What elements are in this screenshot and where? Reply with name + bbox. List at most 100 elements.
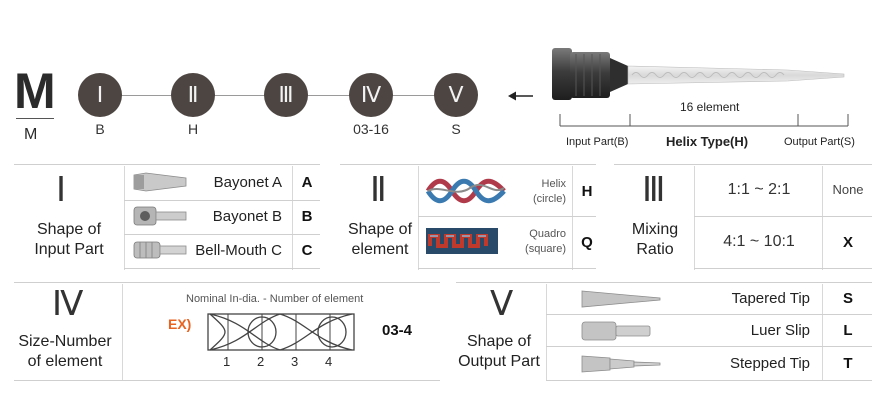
section-1-row-rule-2 (124, 234, 320, 235)
example-label: EX) (168, 316, 192, 332)
output-row-label-1: Tapered Tip (731, 290, 810, 307)
position-circle-5: Ⅴ (434, 73, 478, 117)
tapered-tip-image (581, 290, 661, 308)
section-5-bottom-rule (546, 380, 872, 381)
helix-type-label: Helix Type(H) (666, 134, 749, 149)
input-row-code-2: B (301, 208, 313, 225)
code-letter: M (14, 63, 56, 119)
bayonet-b-image (133, 206, 187, 226)
size-caption: Nominal In-dia. - Number of element (186, 293, 364, 305)
section-4-top-rule (14, 282, 440, 283)
section-2-row-rule (418, 216, 596, 217)
output-row-label-2: Luer Slip (750, 322, 810, 339)
position-value-1: B (95, 121, 105, 137)
section-2-title-line1: Shape of (347, 221, 413, 238)
section-5-row-rule-1 (546, 314, 872, 315)
position-circle-1: Ⅰ (78, 73, 122, 117)
element-number-3: 3 (291, 354, 299, 369)
section-3-bottom-rule (694, 268, 872, 269)
code-letter-sub: M (24, 126, 38, 143)
luer-slip-image (581, 321, 651, 341)
element-count-label: 16 element (680, 100, 740, 114)
ratio-row-2: 4:1 ~ 10:1 (723, 233, 795, 250)
section-3-title-line1: Mixing (631, 221, 679, 238)
section-5-code-divider (822, 284, 823, 380)
section-5-numeral: Ⅴ (490, 285, 514, 323)
element-row-label-1-line1: Helix (541, 178, 566, 190)
arrow-left-icon (508, 91, 533, 101)
position-circle-3: Ⅲ (264, 73, 308, 117)
section-3-code-divider (822, 166, 823, 270)
bayonet-a-image (133, 172, 187, 192)
section-5-title-line1: Shape of (466, 333, 532, 350)
section-4-numeral: Ⅳ (52, 285, 84, 323)
element-row-code-1: H (581, 183, 593, 200)
element-row-label-2-line1: Quadro (529, 228, 566, 240)
input-row-label-1: Bayonet A (213, 174, 282, 191)
section-5-row-rule-2 (546, 346, 872, 347)
element-row-label-1-line2: (circle) (533, 193, 566, 205)
input-part-label: Input Part(B) (566, 136, 629, 148)
element-number-4: 4 (325, 354, 333, 369)
section-1-bottom-rule (124, 268, 320, 269)
quadro-element-image (426, 228, 498, 254)
section-1-numeral: Ⅰ (56, 171, 67, 209)
output-row-code-2: L (843, 322, 853, 339)
position-circle-4: Ⅳ (349, 73, 393, 117)
ratio-row-1: 1:1 ~ 2:1 (727, 181, 791, 198)
stepped-tip-image (581, 355, 661, 373)
input-row-code-1: A (301, 174, 313, 191)
helix-element-image (426, 178, 506, 204)
section-4-title-line1: Size-Number (18, 333, 112, 350)
section-1-divider (124, 166, 125, 270)
section-1-title: Shape of Input Part (14, 220, 124, 260)
output-row-label-3: Stepped Tip (729, 355, 810, 372)
section-4-divider (122, 284, 123, 380)
section-3-row-rule (694, 216, 872, 217)
position-value-5: S (451, 121, 461, 137)
position-value-4: 03-16 (353, 121, 389, 137)
input-row-code-3: C (301, 242, 313, 259)
section-1-code-divider (292, 166, 293, 270)
section-2-title-line2: element (351, 241, 409, 258)
section-2-code-divider (572, 166, 573, 270)
section-1-row-rule-1 (124, 200, 320, 201)
output-part-label: Output Part(S) (784, 136, 855, 148)
output-row-code-1: S (842, 290, 853, 307)
section-1-top-rule (14, 164, 320, 165)
position-circle-2: Ⅱ (171, 73, 215, 117)
section-3-title-line2: Ratio (636, 241, 674, 258)
section-3-numeral: Ⅲ (642, 171, 666, 209)
element-row-label-2: Quadro (square) (508, 227, 566, 257)
section-1-title-line2: Input Part (34, 241, 104, 258)
position-value-2: H (187, 121, 199, 137)
nozzle-part-brackets (559, 114, 849, 127)
section-4-title-line2: of element (27, 353, 103, 370)
element-number-2: 2 (257, 354, 265, 369)
section-4-title: Size-Number of element (10, 332, 120, 372)
ratio-row-code-2: X (842, 234, 853, 251)
input-row-label-3: Bell-Mouth C (195, 242, 282, 259)
section-2-bottom-rule (418, 268, 596, 269)
element-row-label-2-line2: (square) (525, 243, 566, 255)
section-5-title: Shape of Output Part (452, 332, 546, 372)
element-number-1: 1 (223, 354, 231, 369)
section-3-divider (694, 166, 695, 270)
mixer-nozzle-image (552, 48, 845, 100)
section-2-title: Shape of element (340, 220, 420, 260)
element-count-diagram (207, 313, 355, 351)
section-1-title-line1: Shape of (36, 221, 102, 238)
element-row-code-2: Q (581, 234, 593, 251)
size-code: 03-4 (382, 322, 413, 339)
output-row-code-3: T (843, 355, 853, 372)
section-2-numeral: Ⅱ (370, 171, 387, 209)
input-row-label-2: Bayonet B (212, 208, 282, 225)
section-4-bottom-rule (14, 380, 440, 381)
bell-mouth-c-image (133, 241, 187, 259)
section-5-top-rule (456, 282, 872, 283)
section-2-top-rule (340, 164, 596, 165)
section-5-divider (546, 284, 547, 380)
section-5-title-line2: Output Part (458, 353, 540, 370)
section-3-top-rule (614, 164, 872, 165)
ratio-row-code-1: None (832, 182, 864, 197)
